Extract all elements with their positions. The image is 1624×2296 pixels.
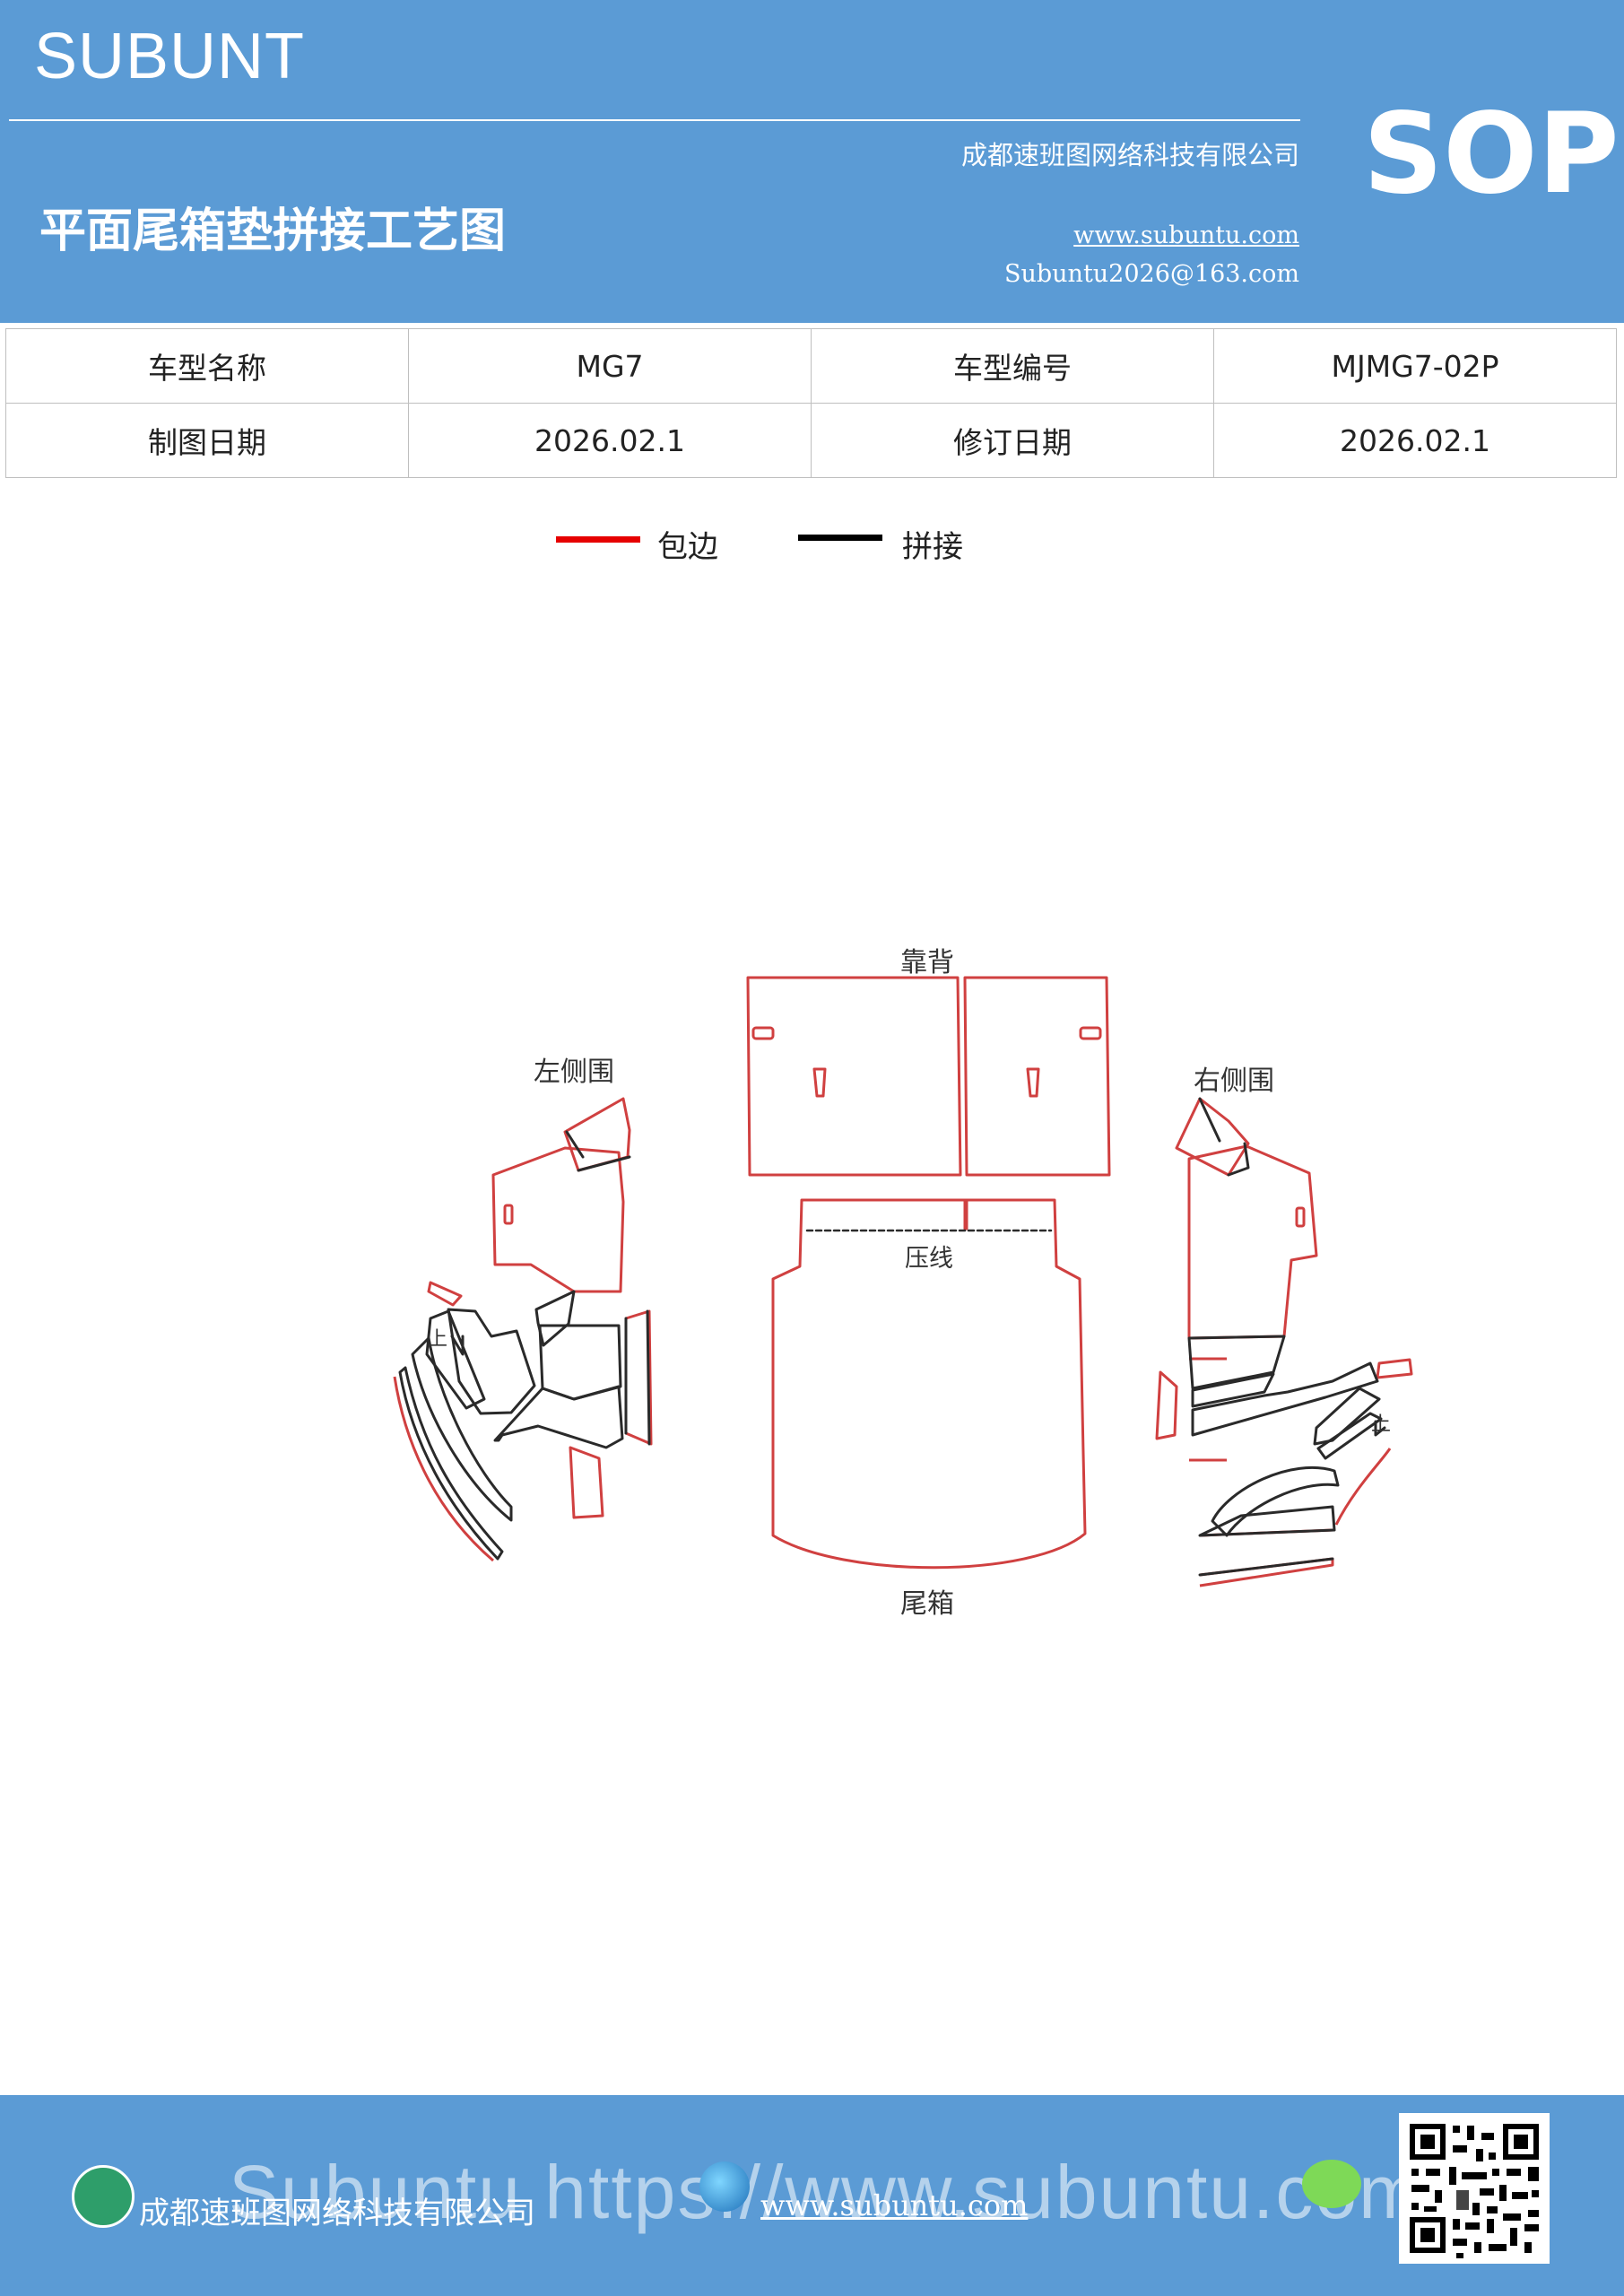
label-right-side: 右侧围 (1194, 1065, 1274, 1097)
footer-website-link[interactable]: www.subuntu.com (760, 2188, 1029, 2222)
vehicle-info-table: 车型名称 MG7 车型编号 MJMG7-02P 制图日期 2026.02.1 修… (5, 328, 1617, 478)
doc-code: SOP (1363, 90, 1620, 219)
left-side-seam-3 (493, 1385, 624, 1449)
footer-watermark: Subuntu https://www.subuntu.com (229, 2150, 1424, 2234)
left-side-seam-1 (534, 1290, 576, 1347)
table-row: 制图日期 2026.02.1 修订日期 2026.02.1 (5, 403, 1617, 478)
right-side-mid-edge (1155, 1370, 1178, 1440)
value-model-name: MG7 (408, 328, 812, 404)
label-up-left: 上 (428, 1328, 447, 1351)
legend-swatch-edge (556, 536, 640, 543)
label-trunk: 尾箱 (900, 1588, 954, 1620)
backrest-left-panel (746, 976, 962, 1177)
brand-logo-text: SUBUNT (34, 21, 306, 92)
right-side-seam-8 (1198, 1557, 1334, 1577)
left-side-seam-6 (411, 1336, 513, 1522)
backrest-right-slot (1079, 1026, 1102, 1040)
value-drawing-date: 2026.02.1 (408, 403, 812, 478)
left-side-seam-7 (398, 1366, 504, 1561)
left-side-lower-edge (569, 1446, 604, 1519)
right-side-upper-edge (1187, 1144, 1318, 1340)
left-side-seam-5 (425, 1309, 486, 1410)
label-up-right: 上 (1371, 1413, 1391, 1436)
left-side-upper-edge (491, 1146, 625, 1293)
right-side-seam-3 (1191, 1361, 1379, 1437)
qr-code-icon (1399, 2113, 1550, 2264)
right-side-seam-6 (1211, 1465, 1340, 1537)
right-side-seam-1 (1187, 1335, 1286, 1390)
backrest-left-latch (812, 1067, 827, 1098)
label-press-line: 压线 (905, 1245, 953, 1273)
website-link[interactable]: www.subuntu.com (1073, 222, 1299, 249)
right-side-slot (1295, 1206, 1306, 1228)
label-drawing-date: 制图日期 (5, 403, 409, 478)
header-banner: SUBUNT SOP 成都速班图网络科技有限公司 平面尾箱垫拼接工艺图 www.… (0, 0, 1624, 323)
label-model-code: 车型编号 (811, 328, 1214, 404)
left-side-small-edge (427, 1281, 463, 1307)
right-side-seam-2 (1191, 1372, 1275, 1408)
left-side-seam-4 (447, 1308, 536, 1415)
label-model-name: 车型名称 (5, 328, 409, 404)
value-model-code: MJMG7-02P (1213, 328, 1617, 404)
globe-icon (699, 2161, 750, 2212)
right-side-seam-9 (1198, 1097, 1250, 1177)
backrest-right-panel (963, 976, 1111, 1177)
header-divider (9, 119, 1300, 121)
building-icon (72, 2165, 135, 2228)
label-left-side: 左侧围 (534, 1057, 614, 1088)
right-side-seam-4 (1313, 1387, 1381, 1446)
left-side-outer-edge (393, 1376, 494, 1562)
left-side-seam-10 (450, 1335, 465, 1356)
legend-swatch-seam (798, 535, 882, 541)
right-side-outer-edge (1334, 1448, 1392, 1526)
right-side-seam-5 (1316, 1412, 1383, 1460)
backrest-left-slot (751, 1026, 775, 1040)
right-side-seam-10 (1374, 1420, 1386, 1437)
email-address: Subuntu2026@163.com (1004, 260, 1299, 288)
left-side-seam-8 (624, 1309, 651, 1446)
value-revision-date: 2026.02.1 (1213, 403, 1617, 478)
trunk-floor-panel (771, 1198, 1087, 1570)
right-side-flap-edge (1175, 1097, 1250, 1177)
wechat-icon (1302, 2160, 1361, 2208)
table-row: 车型名称 MG7 车型编号 MJMG7-02P (5, 328, 1617, 404)
right-side-small-edge (1376, 1358, 1413, 1379)
right-side-seam-7 (1198, 1505, 1336, 1537)
legend-label-edge: 包边 (657, 529, 718, 565)
label-backrest: 靠背 (900, 947, 954, 978)
footer-banner: Subuntu https://www.subuntu.com 成都速班图网络科… (0, 2095, 1624, 2296)
label-revision-date: 修订日期 (811, 403, 1214, 478)
left-side-seam-9 (565, 1130, 631, 1172)
left-side-slot (503, 1204, 514, 1225)
backrest-right-latch (1026, 1067, 1040, 1098)
document-title: 平面尾箱垫拼接工艺图 (39, 204, 507, 258)
legend: 包边 拼接 (0, 522, 1624, 576)
left-side-flap-edge (563, 1097, 631, 1172)
legend-label-seam: 拼接 (902, 529, 963, 565)
footer-company-name: 成都速班图网络科技有限公司 (139, 2196, 535, 2231)
company-name: 成都速班图网络科技有限公司 (960, 140, 1299, 170)
